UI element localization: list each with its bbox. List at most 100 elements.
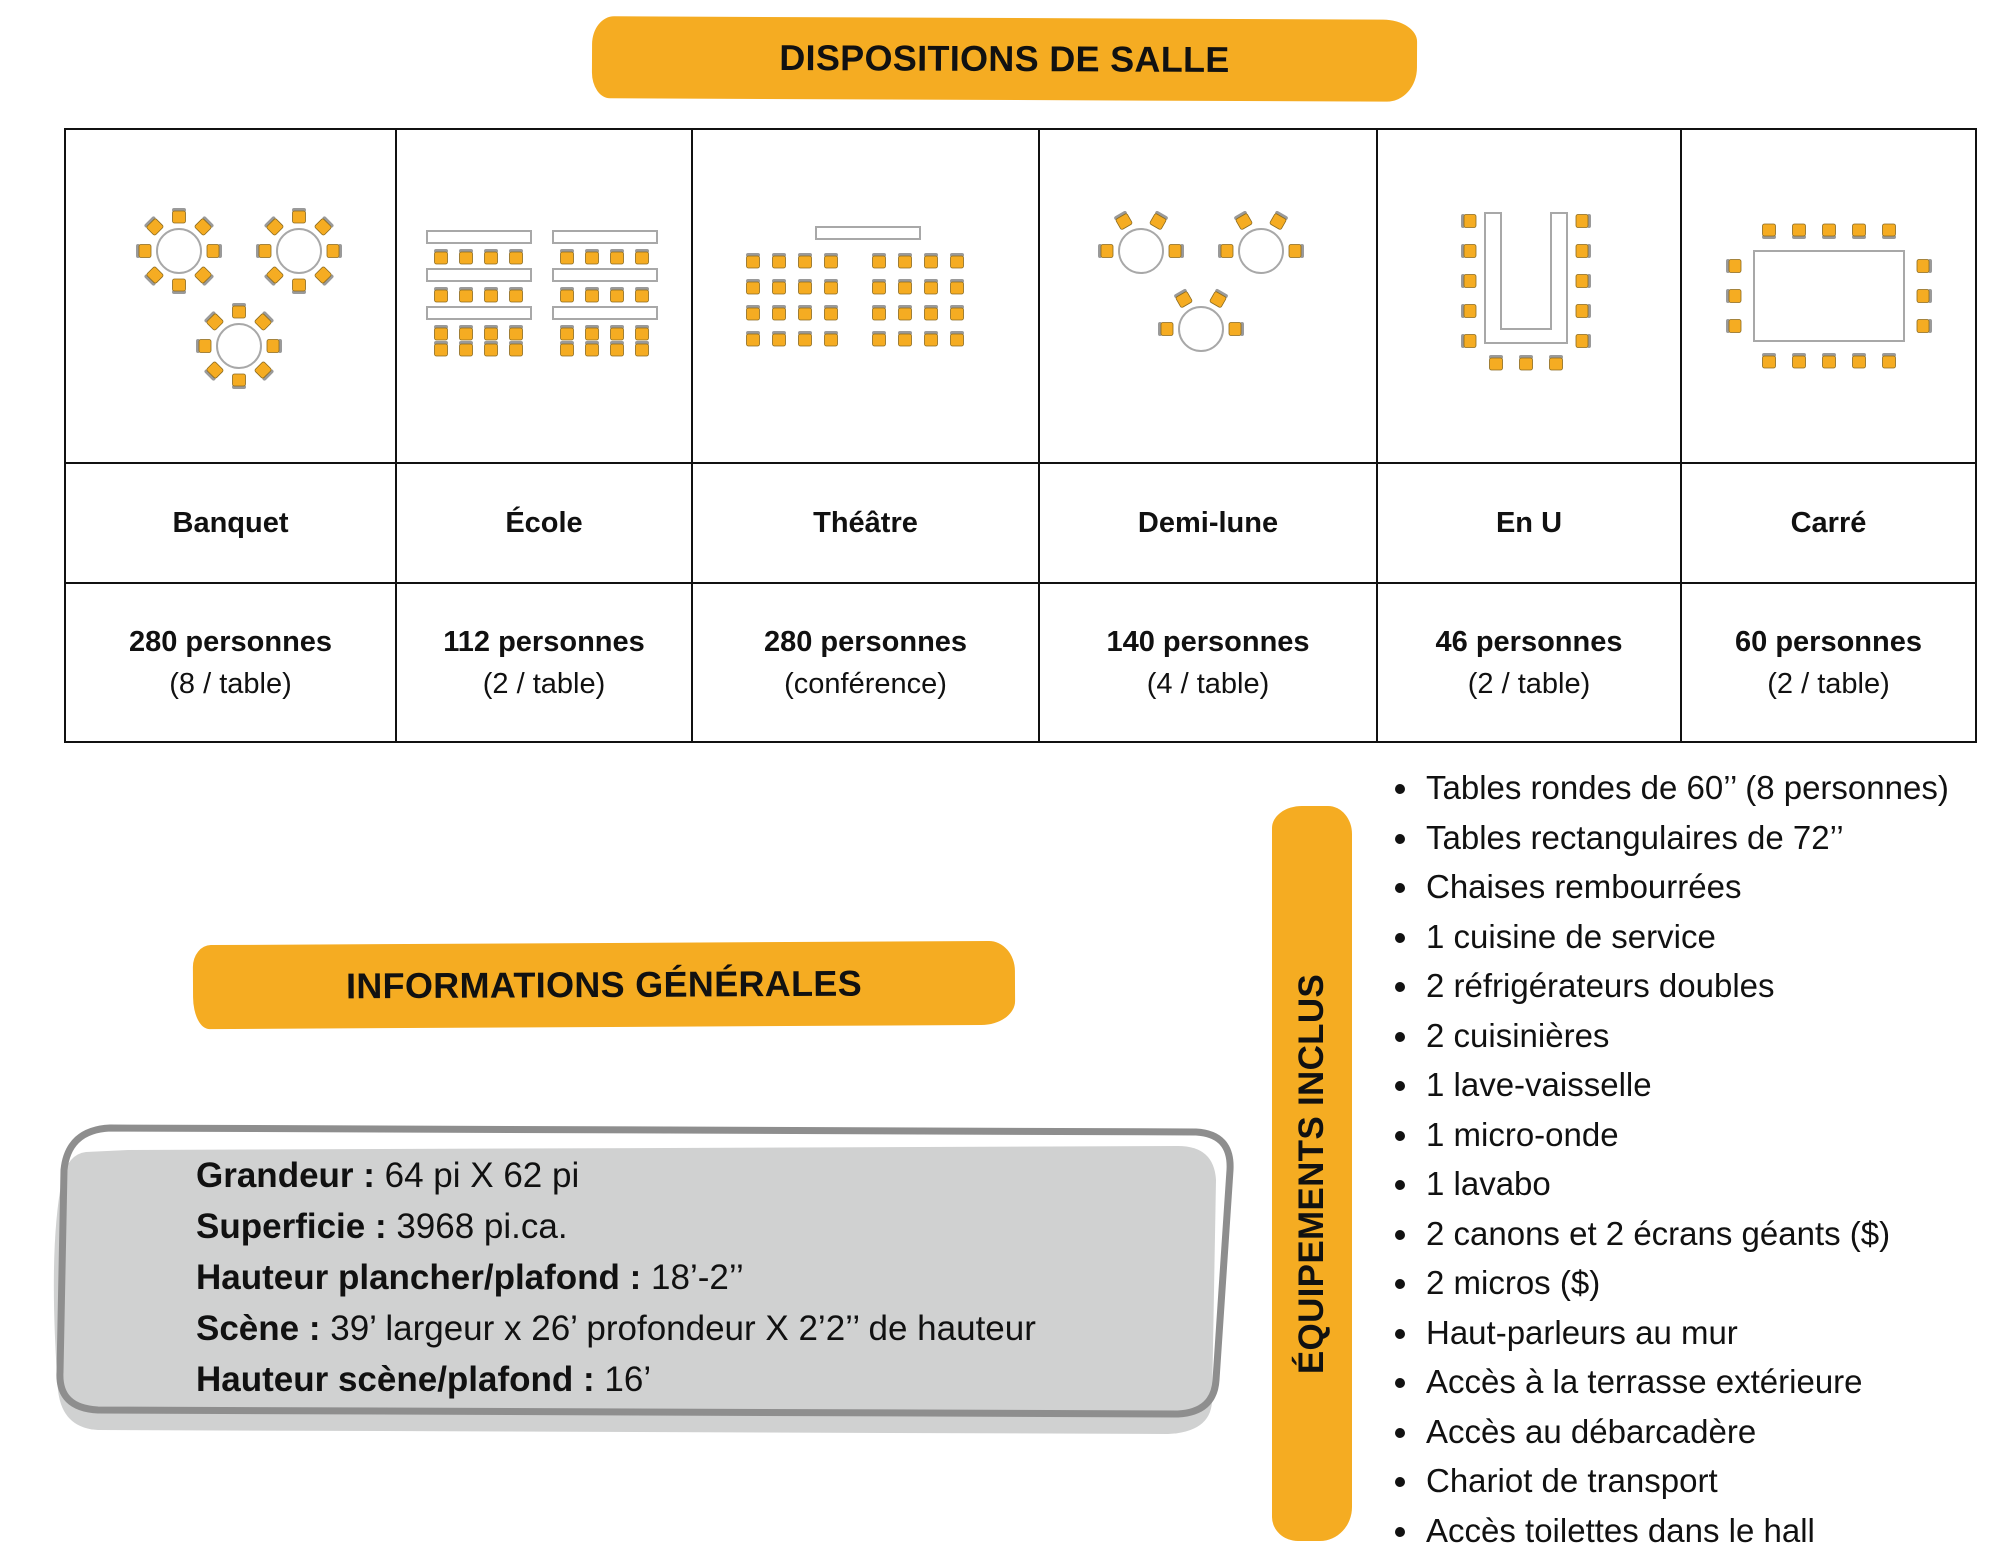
chair-icon xyxy=(207,244,222,258)
info-value: 18’-2’’ xyxy=(641,1258,743,1297)
chair-icon xyxy=(924,331,938,346)
chair-icon xyxy=(1792,353,1806,368)
capacity-note: (conférence) xyxy=(693,663,1038,705)
list-item: Accès au débarcadère xyxy=(1422,1407,1949,1457)
chair-icon xyxy=(798,331,812,346)
chair-icon xyxy=(872,305,886,320)
round-table xyxy=(1119,229,1163,273)
chair-icon xyxy=(327,244,342,258)
chair-icon xyxy=(950,331,964,346)
carre-layout-icon xyxy=(1714,211,1944,381)
chair-icon xyxy=(898,279,912,294)
info-value: 16’ xyxy=(595,1360,651,1399)
capacity-note: (2 / table) xyxy=(397,663,691,705)
rect-table xyxy=(816,227,920,239)
chair-icon xyxy=(924,305,938,320)
chair-icon xyxy=(1762,353,1776,368)
round-table xyxy=(217,324,261,368)
informations-title: INFORMATIONS GÉNÉRALES xyxy=(346,963,862,1008)
chair-icon xyxy=(1882,224,1896,239)
chair-icon xyxy=(232,303,246,318)
equipements-title-banner: ÉQUIPEMENTS INCLUS xyxy=(1272,806,1352,1541)
informations-list: Grandeur : 64 pi X 62 pi Superficie : 39… xyxy=(196,1150,1036,1405)
chair-icon xyxy=(772,331,786,346)
demi-lune-layout-icon xyxy=(1083,211,1333,381)
list-item: Chaises rembourrées xyxy=(1422,862,1949,912)
chair-icon xyxy=(1173,288,1193,308)
capacity-count: 140 personnes xyxy=(1040,621,1376,663)
chair-icon xyxy=(1098,244,1113,258)
chair-icon xyxy=(459,287,473,302)
info-value: 64 pi X 62 pi xyxy=(375,1156,579,1195)
dispositions-title: DISPOSITIONS DE SALLE xyxy=(779,37,1230,81)
banquet-layout-icon xyxy=(111,196,351,396)
list-item: 1 lave-vaisselle xyxy=(1422,1060,1949,1110)
chair-icon xyxy=(1269,211,1289,230)
chair-icon xyxy=(1917,259,1932,273)
chair-icon xyxy=(898,305,912,320)
chair-icon xyxy=(1917,289,1932,303)
chair-icon xyxy=(1209,288,1229,308)
chair-icon xyxy=(1229,322,1244,336)
chair-icon xyxy=(1726,319,1741,333)
chair-icon xyxy=(872,331,886,346)
list-item: 2 cuisinières xyxy=(1422,1011,1949,1061)
chair-icon xyxy=(1461,304,1476,318)
chair-icon xyxy=(434,325,448,340)
chair-icon xyxy=(1852,353,1866,368)
chair-icon xyxy=(459,249,473,264)
chair-icon xyxy=(484,325,498,340)
chair-icon xyxy=(1576,304,1591,318)
info-line: Scène : 39’ largeur x 26’ profondeur X 2… xyxy=(196,1303,1036,1354)
chair-icon xyxy=(635,325,649,340)
chair-icon xyxy=(585,341,599,356)
capacity-note: (8 / table) xyxy=(66,663,395,705)
rect-table xyxy=(553,269,657,281)
chair-icon xyxy=(1549,355,1563,370)
chair-icon xyxy=(924,253,938,268)
chair-icon xyxy=(1792,224,1806,239)
list-item: 1 cuisine de service xyxy=(1422,912,1949,962)
layout-names-row: Banquet École Théâtre Demi-lune En U Car… xyxy=(65,463,1976,583)
chair-icon xyxy=(560,341,574,356)
chair-icon xyxy=(950,279,964,294)
chair-icon xyxy=(1289,244,1304,258)
chair-icon xyxy=(509,325,523,340)
chair-icon xyxy=(772,305,786,320)
chair-icon xyxy=(1158,322,1173,336)
layout-name: Demi-lune xyxy=(1039,463,1377,583)
chair-icon xyxy=(610,341,624,356)
info-label: Hauteur scène/plafond : xyxy=(196,1360,595,1399)
chair-icon xyxy=(509,249,523,264)
equipements-list: Tables rondes de 60’’ (8 personnes) Tabl… xyxy=(1388,763,1949,1555)
chair-icon xyxy=(1762,224,1776,239)
layout-name: Carré xyxy=(1681,463,1976,583)
rect-table xyxy=(553,307,657,319)
chair-icon xyxy=(635,287,649,302)
chair-icon xyxy=(143,216,164,237)
chair-icon xyxy=(824,331,838,346)
chair-icon xyxy=(143,266,164,287)
chair-icon xyxy=(434,249,448,264)
chair-icon xyxy=(1917,319,1932,333)
chair-icon xyxy=(1461,214,1476,228)
capacity-count: 60 personnes xyxy=(1682,621,1975,663)
chair-icon xyxy=(484,341,498,356)
chair-icon xyxy=(898,253,912,268)
list-item: Haut-parleurs au mur xyxy=(1422,1308,1949,1358)
capacity-count: 280 personnes xyxy=(693,621,1038,663)
equipements-title: ÉQUIPEMENTS INCLUS xyxy=(1292,973,1332,1373)
chair-icon xyxy=(459,325,473,340)
chair-icon xyxy=(434,341,448,356)
chair-icon xyxy=(1461,244,1476,258)
chair-icon xyxy=(203,311,224,332)
info-value: 3968 pi.ca. xyxy=(387,1207,568,1246)
chair-icon xyxy=(1726,259,1741,273)
chair-icon xyxy=(193,216,214,237)
list-item: 1 micro-onde xyxy=(1422,1110,1949,1160)
chair-icon xyxy=(509,287,523,302)
chair-icon xyxy=(232,374,246,389)
capacity-count: 280 personnes xyxy=(66,621,395,663)
chair-icon xyxy=(196,339,211,353)
layouts-table: Banquet École Théâtre Demi-lune En U Car… xyxy=(64,128,1977,743)
